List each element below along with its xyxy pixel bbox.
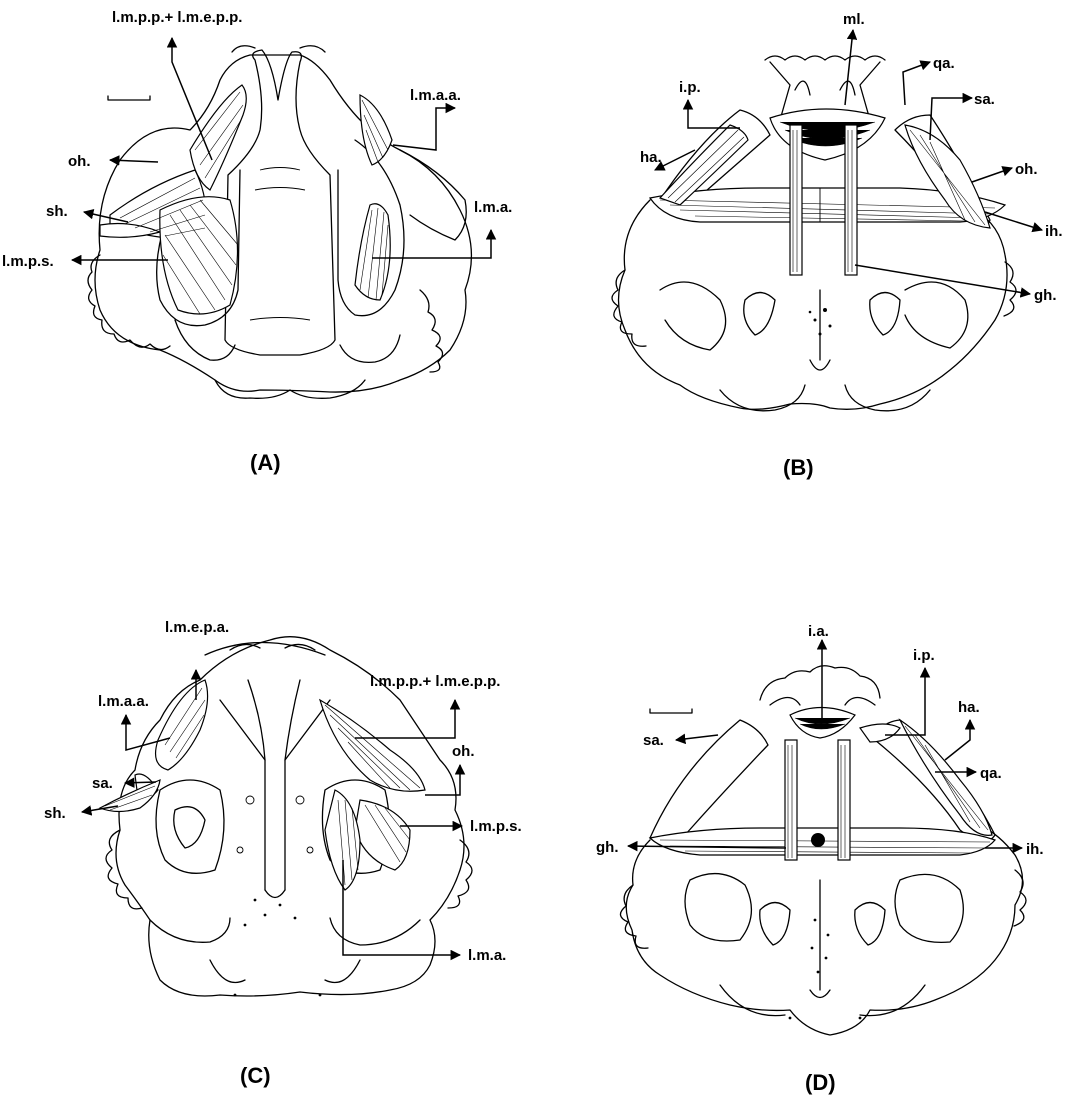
panel-c-callouts — [82, 670, 462, 955]
caption-d: (D) — [805, 1070, 836, 1095]
label-a-lmpp-lmepp: l.m.p.p.+ l.m.e.p.p. — [112, 9, 242, 26]
caption-c: (C) — [240, 1063, 271, 1088]
label-c-lmepa: l.m.e.p.a. — [165, 619, 229, 636]
label-b-ml: ml. — [843, 11, 865, 28]
label-a-lmaa: l.m.a.a. — [410, 87, 461, 104]
label-a-lma: l.m.a. — [474, 199, 512, 216]
label-c-oh: oh. — [452, 743, 475, 760]
label-b-gh: gh. — [1034, 287, 1057, 304]
label-b-ih: ih. — [1045, 223, 1063, 240]
label-b-oh: oh. — [1015, 161, 1038, 178]
label-b-ip: i.p. — [679, 79, 701, 96]
panel-b-drawing — [612, 56, 1016, 411]
label-c-sa: sa. — [92, 775, 113, 792]
label-c-lma: l.m.a. — [468, 947, 506, 964]
label-c-lmpp-lmepp: l.m.p.p.+ l.m.e.p.p. — [370, 673, 500, 690]
panel-d: i.a. i.p. ha. sa. qa. gh. ih. (D) — [596, 623, 1044, 1095]
panel-c-drawing — [100, 637, 472, 997]
label-d-ip: i.p. — [913, 647, 935, 664]
label-c-sh: sh. — [44, 805, 66, 822]
label-b-ha: ha. — [640, 149, 662, 166]
label-d-ia: i.a. — [808, 623, 829, 640]
label-d-qa: qa. — [980, 765, 1002, 782]
panel-a: l.m.p.p.+ l.m.e.p.p. l.m.a.a. oh. sh. l.… — [2, 9, 512, 475]
label-c-lmaa: l.m.a.a. — [98, 693, 149, 710]
label-d-gh: gh. — [596, 839, 619, 856]
label-b-qa: qa. — [933, 55, 955, 72]
label-d-ha: ha. — [958, 699, 980, 716]
label-b-sa: sa. — [974, 91, 995, 108]
caption-a: (A) — [250, 450, 281, 475]
label-a-oh: oh. — [68, 153, 91, 170]
label-a-sh: sh. — [46, 203, 68, 220]
panel-b: ml. qa. i.p. sa. ha. oh. ih. gh. (B) — [612, 11, 1063, 480]
caption-b: (B) — [783, 455, 814, 480]
panel-d-drawing — [620, 666, 1026, 1035]
panel-c: l.m.e.p.a. l.m.a.a. l.m.p.p.+ l.m.e.p.p.… — [44, 619, 522, 1088]
label-d-sa: sa. — [643, 732, 664, 749]
label-c-lmps: l.m.p.s. — [470, 818, 522, 835]
label-a-lmps: l.m.p.s. — [2, 253, 54, 270]
label-d-ih: ih. — [1026, 841, 1044, 858]
